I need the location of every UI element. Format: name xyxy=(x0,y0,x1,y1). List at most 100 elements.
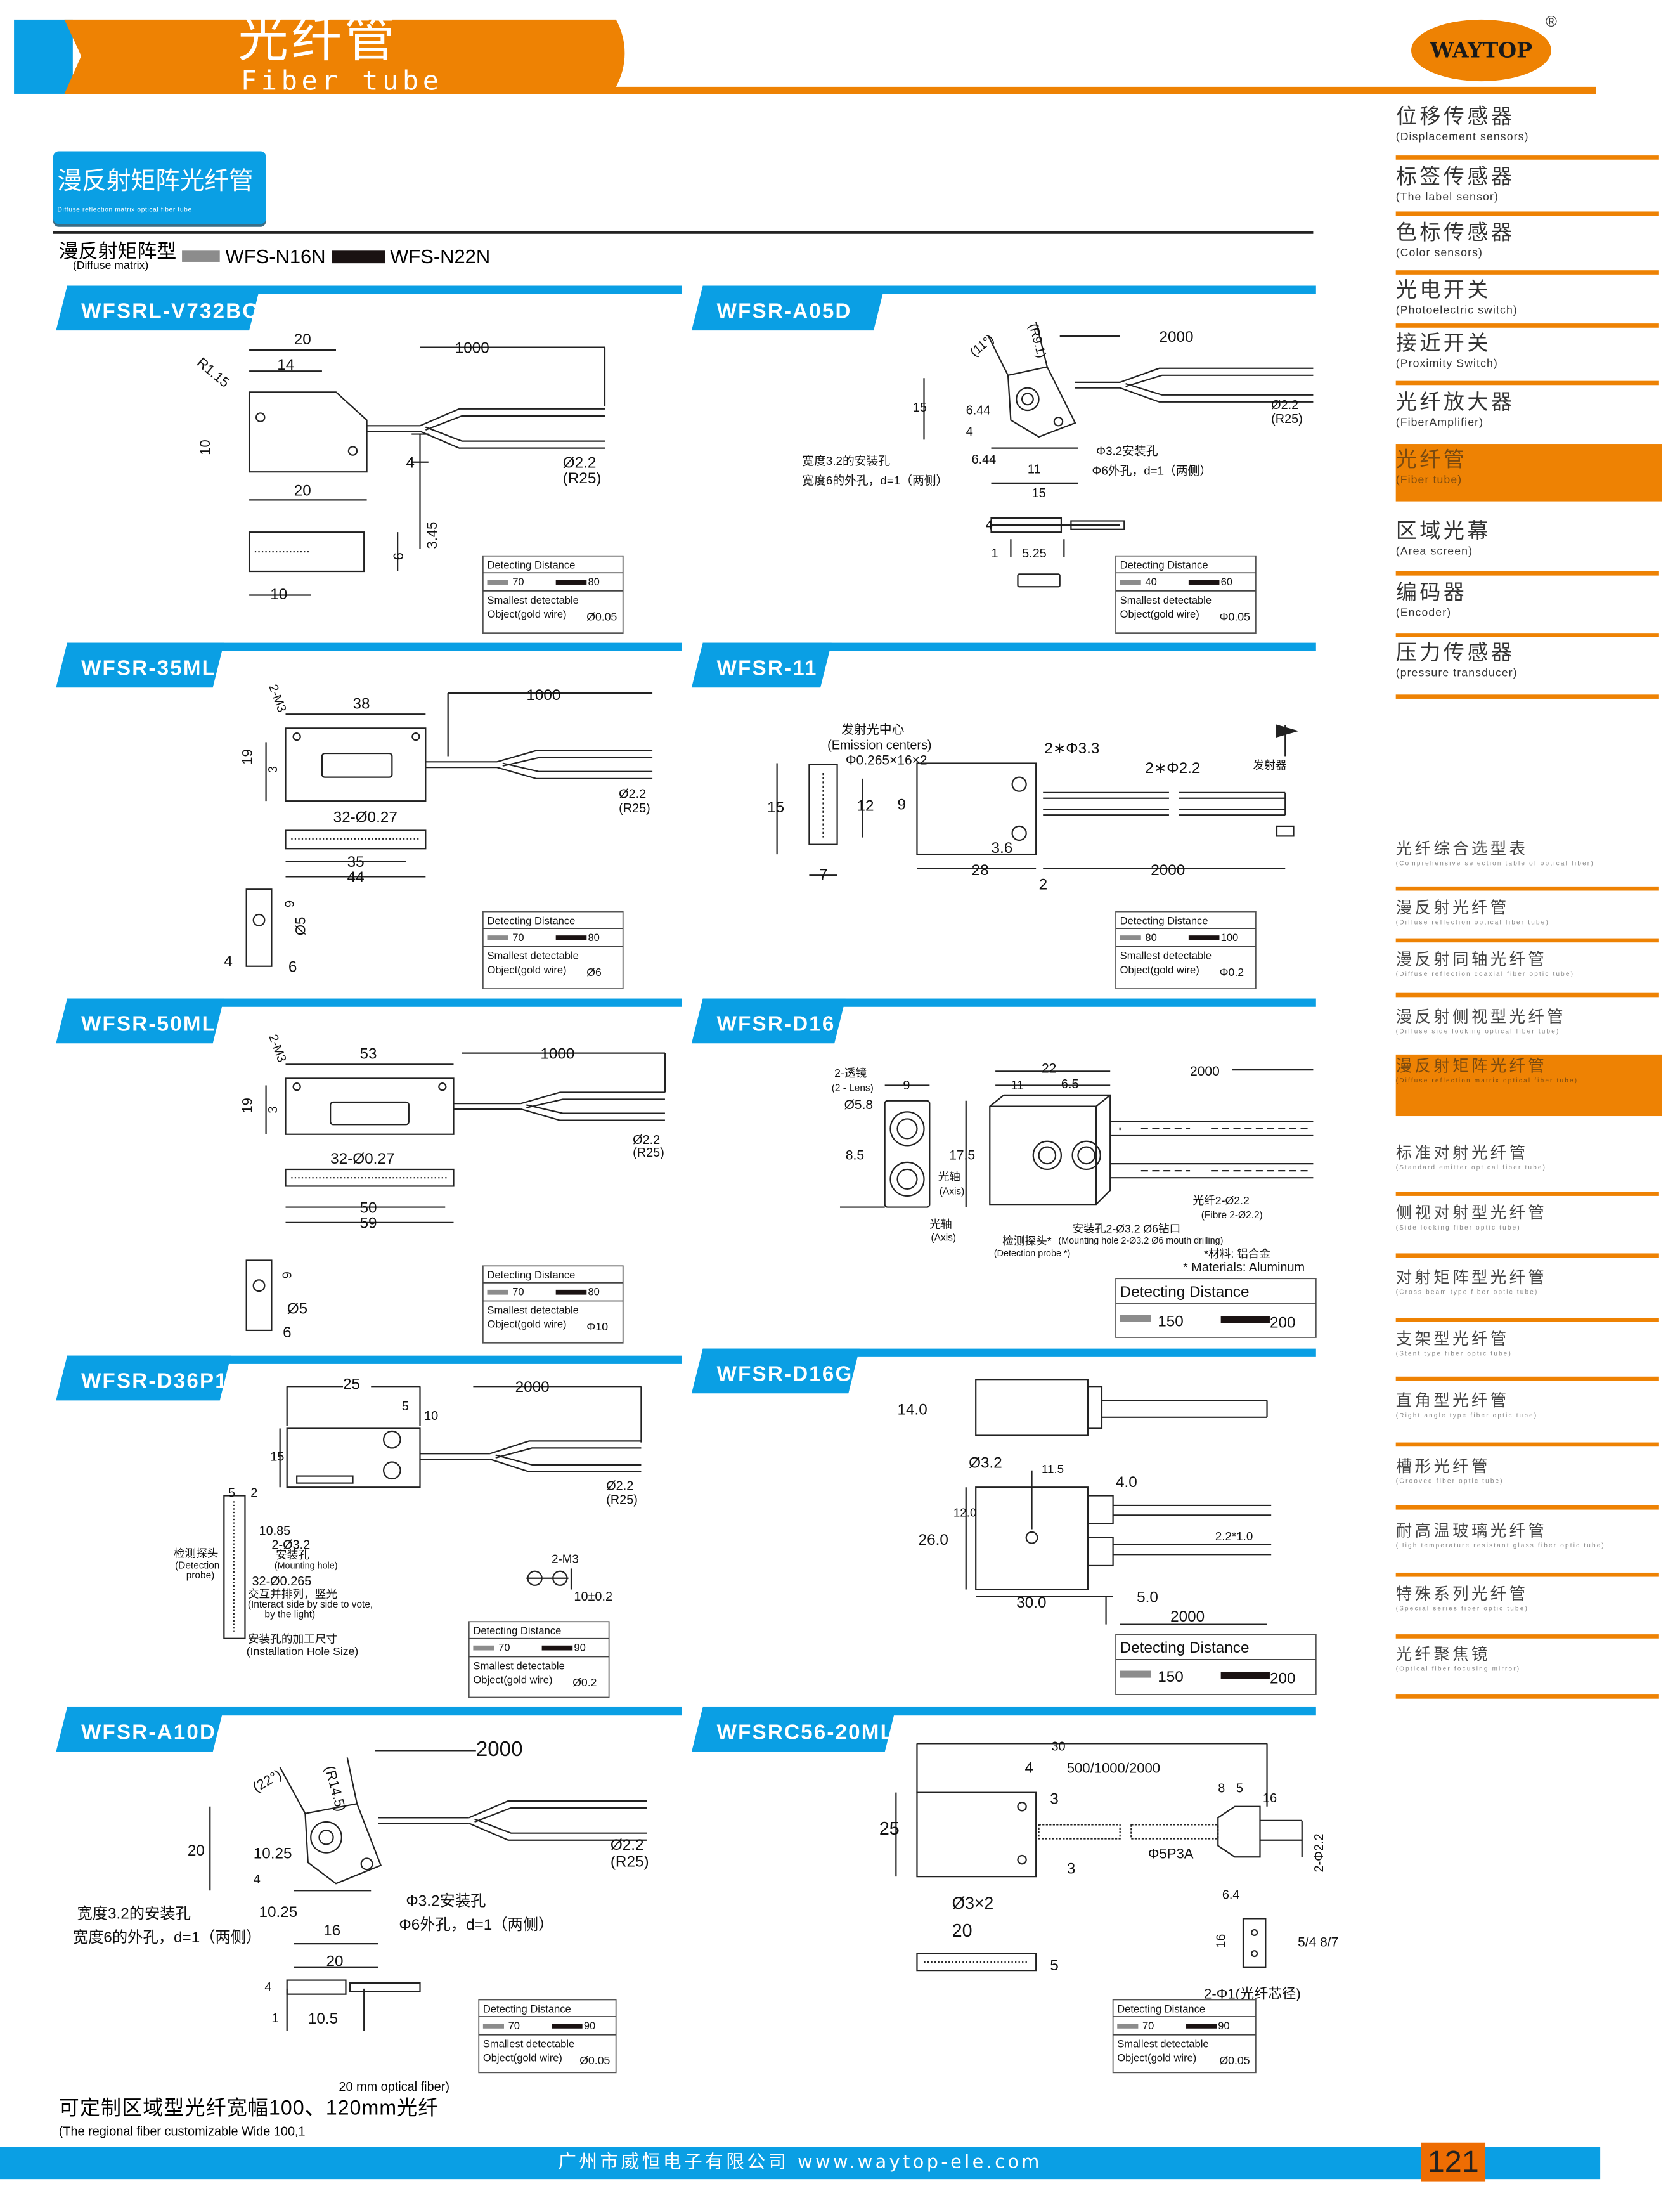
object-gold-wire-label: Object(gold wire) xyxy=(473,1674,552,1686)
d16-body xyxy=(989,1094,1111,1206)
near-distance-value: 70 xyxy=(498,1642,510,1654)
sidebar-item-0[interactable]: 光纤综合选型表(Comprehensive selection table of… xyxy=(1396,838,1662,867)
detecting-distance-label: Detecting Distance xyxy=(1117,2003,1205,2015)
header-subtitle: Fiber tube xyxy=(240,65,443,97)
sidebar-item-4[interactable]: 漫反射矩阵光纤管(Diffuse reflection matrix optic… xyxy=(1395,1054,1662,1117)
near-distance-value: 70 xyxy=(1142,2020,1154,2032)
dimension-label: 6.44 xyxy=(966,404,991,418)
dimension-label: 1 xyxy=(271,2012,278,2025)
sidebar-item-3[interactable]: 漫反射侧视型光纤管(Diffuse side looking optical f… xyxy=(1396,1006,1662,1035)
black-swatch xyxy=(1188,935,1220,940)
dimension-label: 32-Ø0.27 xyxy=(333,809,397,826)
sidebar-separator xyxy=(1395,694,1659,698)
sidebar-item-6[interactable]: 光纤管(Fiber tube) xyxy=(1395,444,1662,502)
sidebar-item-2[interactable]: 色标传感器(Color sensors) xyxy=(1396,217,1662,259)
black-swatch xyxy=(1220,1672,1270,1679)
35ml-side-view xyxy=(245,888,273,967)
sidebar-item-7[interactable]: 区域光幕(Area screen) xyxy=(1396,516,1662,557)
dimension-label: 光轴 xyxy=(929,1218,952,1231)
product-header-wfsrc56-20mljc: WFSRC56-20MLJC xyxy=(691,1706,1316,1752)
dimension-label: 30 xyxy=(1051,1739,1065,1753)
sidebar-item-1[interactable]: 标签传感器(The label sensor) xyxy=(1396,161,1662,203)
sidebar-item-0[interactable]: 位移传感器(Displacement sensors) xyxy=(1396,101,1662,143)
sidebar-item-9[interactable]: 压力传感器(pressure transducer) xyxy=(1396,637,1662,679)
sidebar-item-11[interactable]: 耐高温玻璃光纤管(High temperature resistant glas… xyxy=(1396,1519,1662,1549)
object-gold-wire-label: Object(gold wire) xyxy=(487,608,566,620)
product-header-wfsr-d16g: WFSR-D16G xyxy=(691,1348,1316,1394)
dimension-label: Φ0.265×16×2 xyxy=(846,753,927,768)
dimension-label: 44 xyxy=(347,869,365,886)
fiber-cable xyxy=(425,750,653,779)
sidebar-item-8[interactable]: 编码器(Encoder) xyxy=(1396,577,1662,619)
50ml-body xyxy=(285,1077,455,1135)
dimension-label: 10±0.2 xyxy=(574,1590,612,1604)
dimension-label: 11.5 xyxy=(1042,1462,1064,1476)
sidebar-item-2[interactable]: 漫反射同轴光纤管(Diffuse reflection coaxial fibe… xyxy=(1396,948,1662,977)
near-distance-value: 70 xyxy=(512,932,524,944)
legend-model-black: WFS-N22N xyxy=(390,245,491,268)
product-name: WFSR-50ML xyxy=(81,1012,216,1036)
product-name: WFSR-D16G xyxy=(717,1362,853,1386)
sidebar-item-label: 标签传感器 xyxy=(1395,164,1515,190)
sidebar-item-label: 漫反射同轴光纤管 xyxy=(1395,949,1548,970)
sidebar-item-12[interactable]: 特殊系列光纤管(Special series fiber optic tube) xyxy=(1396,1582,1662,1612)
dimension-label: 光轴 xyxy=(938,1171,960,1183)
sidebar-item-5[interactable]: 标准对射光纤管(Standard emitter optical fiber t… xyxy=(1396,1141,1662,1171)
black-swatch xyxy=(552,2024,583,2029)
wfsrl-body xyxy=(248,391,368,473)
dimension-label: 30.0 xyxy=(1016,1594,1046,1611)
dimension-label: 16 xyxy=(1214,1934,1228,1948)
fiber-cable xyxy=(366,408,605,449)
registered-mark: ® xyxy=(1545,14,1557,31)
far-distance-value: 80 xyxy=(588,1286,599,1298)
dimension-label: 发射光中心 xyxy=(841,723,904,737)
sidebar-item-label: 直角型光纤管 xyxy=(1395,1390,1509,1410)
smallest-object-value: Ø0.05 xyxy=(579,2054,610,2067)
legend-model-grey: WFS-N16N xyxy=(225,245,326,268)
sidebar-item-5[interactable]: 光纤放大器(FiberAmplifier) xyxy=(1396,386,1662,429)
sidebar-item-13[interactable]: 光纤聚焦镜(Optical fiber focusing mirror) xyxy=(1396,1642,1662,1672)
object-gold-wire-label: Object(gold wire) xyxy=(1117,2052,1196,2064)
sidebar-item-3[interactable]: 光电开关(Photoelectric switch) xyxy=(1396,275,1662,316)
sidebar-item-sublabel: (Encoder) xyxy=(1395,606,1452,620)
sidebar-item-7[interactable]: 对射矩阵型光纤管(Cross beam type fiber optic tub… xyxy=(1396,1266,1662,1296)
dimension-label: 发射器 xyxy=(1253,758,1286,771)
product-header-wfsr-50ml: WFSR-50ML xyxy=(56,998,682,1044)
dimension-label: (R25) xyxy=(633,1146,664,1160)
product-header-wfsr-a05d: WFSR-A05D xyxy=(691,285,1316,331)
dimension-label: 10 xyxy=(270,586,287,603)
product-name: WFSR-D16 xyxy=(717,1012,836,1036)
dimension-label: R1.15 xyxy=(194,354,233,391)
sidebar-item-9[interactable]: 直角型光纤管(Right angle type fiber optic tube… xyxy=(1396,1389,1662,1419)
c56-body xyxy=(916,1791,1037,1878)
dimension-label: (R25) xyxy=(606,1493,638,1507)
dimension-label: 检测探头* xyxy=(1002,1235,1052,1247)
sidebar-item-label: 光纤综合选型表 xyxy=(1395,838,1528,859)
sidebar-item-label: 漫反射侧视型光纤管 xyxy=(1395,1006,1567,1027)
dimension-label: 10 xyxy=(197,439,213,455)
dimension-label: 9 xyxy=(903,1079,910,1093)
dimension-label: 2-透镜 xyxy=(834,1067,867,1079)
dimension-label: 14 xyxy=(277,356,294,374)
dimension-label: 20 xyxy=(294,483,311,500)
far-distance-value: 90 xyxy=(574,1642,585,1654)
sidebar-item-6[interactable]: 侧视对射型光纤管(Side looking fiber optic tube) xyxy=(1396,1202,1662,1231)
dimension-label: 6 xyxy=(288,959,297,976)
sidebar-item-1[interactable]: 漫反射光纤管(Diffuse reflection optical fiber … xyxy=(1396,896,1662,926)
dimension-label: (Axis) xyxy=(940,1186,964,1197)
sidebar-item-4[interactable]: 接近开关(Proximity Switch) xyxy=(1396,328,1662,370)
grey-swatch xyxy=(182,250,220,262)
sidebar-item-8[interactable]: 支架型光纤管(Stent type fiber optic tube) xyxy=(1396,1327,1662,1357)
black-swatch xyxy=(555,580,587,585)
near-distance-value: 70 xyxy=(512,1286,524,1298)
dimension-label: 16 xyxy=(323,1922,340,1939)
wfsr11-body xyxy=(916,762,1037,855)
sidebar-item-10[interactable]: 槽形光纤管(Grooved fiber optic tube) xyxy=(1396,1455,1662,1485)
waytop-logo[interactable]: WAYTOP xyxy=(1411,19,1551,82)
dimension-label: 9 xyxy=(280,1271,294,1278)
far-distance-value: 80 xyxy=(588,932,599,944)
footer-company[interactable]: 广州市威恒电子有限公司 www.waytop-ele.com xyxy=(558,2152,1042,2174)
